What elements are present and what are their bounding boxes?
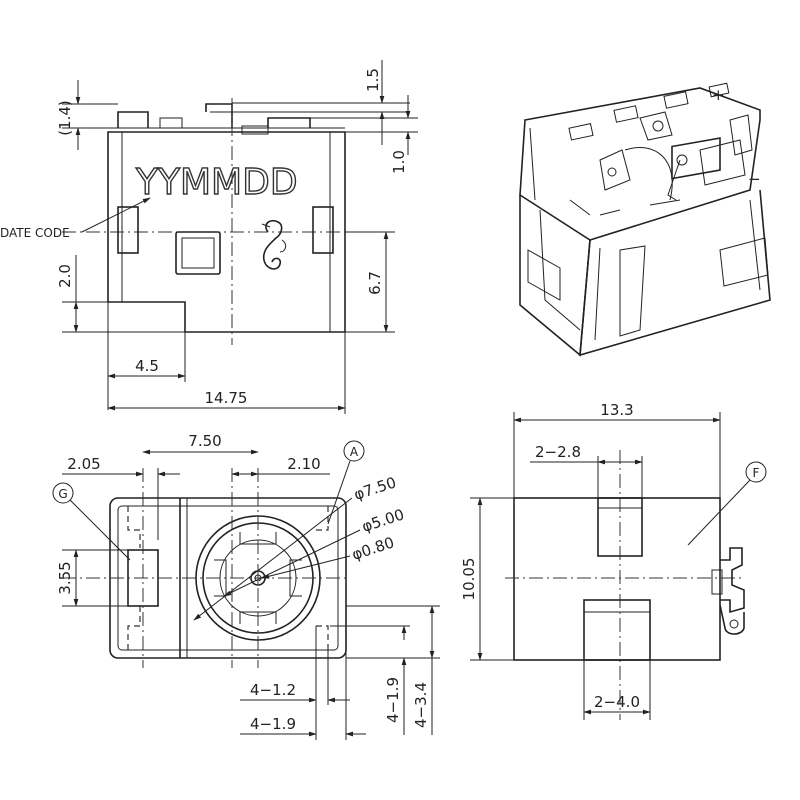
callout-g: [52, 482, 74, 504]
iso-side-slot: [671, 137, 721, 180]
front-top-slot: [159, 117, 183, 129]
dim-slot-bottom: 2−4.0: [594, 693, 640, 711]
date-code-label: DATE CODE: [0, 226, 70, 240]
dim-dia-outer: φ7.50: [352, 473, 399, 503]
front-top-tab-mid: [205, 103, 233, 128]
dim-left-height: 3.55: [56, 561, 74, 594]
dim-bottom-small: 4.5: [135, 357, 159, 375]
iso-left-face: [519, 195, 591, 357]
front-top-slot-2: [241, 125, 269, 135]
dim-side-width: 13.3: [600, 401, 633, 419]
side-body-outline: [513, 497, 721, 661]
front-left-clip: [117, 206, 139, 254]
iso-top-face: [519, 87, 761, 241]
dim-top-small: 1.5: [364, 68, 382, 92]
bottom-view: 7.50 2.05 2.10 3.55 φ7.50 φ5.00 φ0.80 A …: [52, 432, 440, 740]
svg-text:A: A: [350, 445, 359, 459]
front-top-tab-left: [117, 111, 149, 128]
dim-right-mid: 1.0: [390, 150, 408, 174]
svg-text:+: +: [712, 86, 725, 104]
dim-right-b: 4−3.4: [412, 682, 430, 728]
front-right-clip: [312, 206, 334, 254]
dim-top-wide: 7.50: [188, 432, 221, 450]
dim-right-height: 6.7: [366, 271, 384, 295]
svg-text:F: F: [753, 466, 760, 480]
dim-left-low: 2.0: [56, 264, 74, 288]
dim-top-left: 2.05: [67, 455, 100, 473]
dim-side-height: 10.05: [460, 558, 478, 601]
iso-right-face: [579, 189, 771, 357]
dim-right-a: 4−1.9: [384, 677, 402, 723]
date-code-text: YYMMDD: [135, 162, 298, 203]
seahorse-logo: [262, 219, 283, 270]
dim-bottom-a: 4−1.2: [250, 681, 296, 699]
side-view: 13.3 2−2.8 10.05 2−4.0 F: [460, 401, 767, 720]
svg-text:G: G: [58, 487, 67, 501]
dim-dia-pin: φ0.80: [350, 533, 397, 563]
svg-text:−: −: [748, 170, 761, 188]
dim-bottom-b: 4−1.9: [250, 715, 296, 733]
front-top-tab-right: [267, 117, 311, 128]
isometric-view: + −: [519, 82, 771, 357]
callout-f: [745, 461, 767, 483]
side-terminal: [720, 547, 745, 614]
dim-top-right: 2.10: [287, 455, 320, 473]
dim-slot-top: 2−2.8: [535, 443, 581, 461]
dim-bottom-width: 14.75: [205, 389, 248, 407]
dim-left-top: (1.4): [56, 100, 74, 136]
front-square-window: [175, 231, 221, 275]
side-bottom-slot: [583, 599, 651, 661]
callout-a: [343, 440, 365, 462]
front-square-inner: [181, 237, 215, 269]
dim-dia-mid: φ5.00: [360, 505, 407, 535]
front-view: YYMMDD DATE CODE 1.5 (1.4) 1.0 2.0 6.7: [0, 60, 418, 414]
